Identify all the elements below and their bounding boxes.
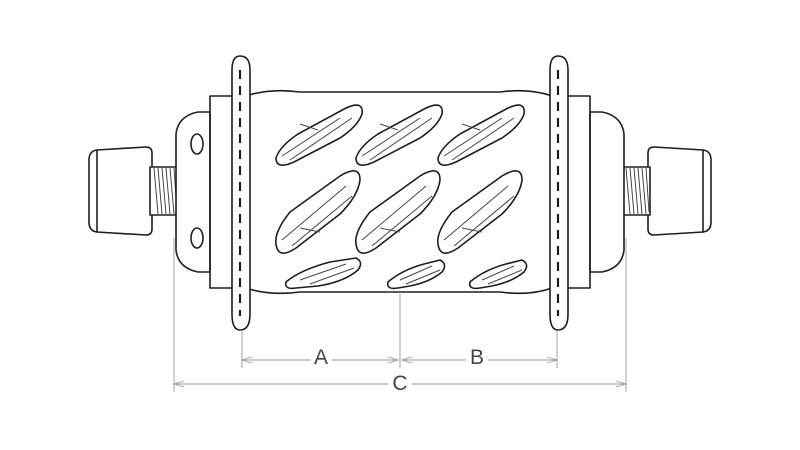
- dimension-label-a: A: [314, 346, 328, 369]
- dimension-label-b: B: [470, 346, 484, 369]
- spiral-windows-bottom-row: [284, 257, 528, 290]
- right-flange: [549, 55, 569, 331]
- dimension-label-c: C: [392, 372, 407, 395]
- right-bearing-shoulder: [563, 95, 625, 289]
- spiral-windows-middle-row: [274, 170, 523, 254]
- right-end-cap: [647, 146, 712, 236]
- left-flange: [231, 55, 251, 331]
- left-thread: [149, 166, 179, 216]
- left-end-cap: [88, 146, 153, 236]
- right-thread: [621, 166, 651, 216]
- left-bearing-shoulder: [175, 95, 237, 289]
- spiral-windows-top-row: [275, 104, 525, 166]
